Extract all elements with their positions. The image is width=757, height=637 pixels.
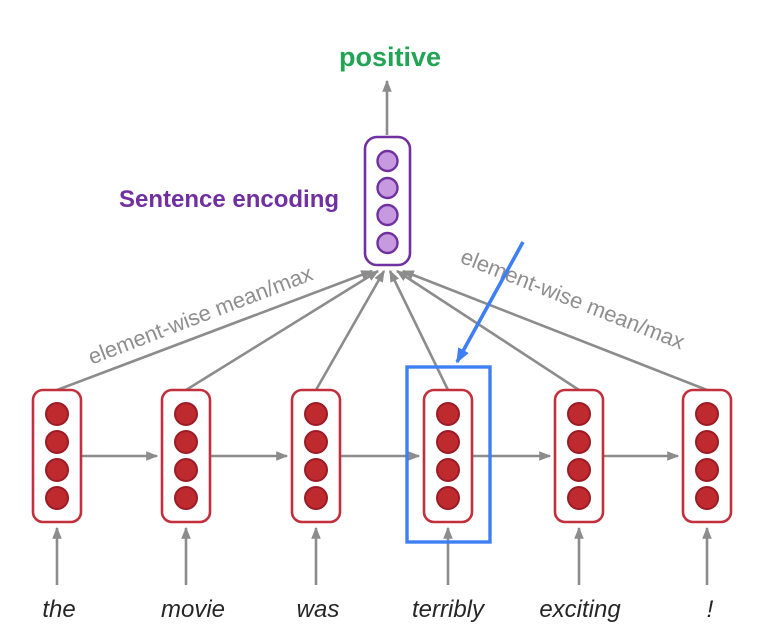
hidden-state-box-3 <box>290 388 342 524</box>
hidden-cell <box>304 458 328 482</box>
sentence-encoding-box <box>363 135 412 267</box>
hidden-cell <box>436 458 460 482</box>
hidden-cell <box>174 486 198 510</box>
input-words: the movie was terribly exciting ! <box>42 596 713 623</box>
hidden-cell <box>567 486 591 510</box>
hidden-cell <box>45 402 69 426</box>
pooling-line-5 <box>395 269 580 392</box>
pooling-lines <box>56 269 708 392</box>
sentence-encoding-label: Sentence encoding <box>119 186 339 213</box>
encoding-cell-4 <box>376 231 399 255</box>
hidden-state-outline-5 <box>553 388 605 524</box>
word-exclaim: ! <box>707 596 714 623</box>
encoding-cell-1 <box>376 149 399 173</box>
hidden-state-outline-4 <box>422 388 474 524</box>
prediction-label: positive <box>339 42 441 72</box>
hidden-state-outline-6 <box>681 388 733 524</box>
encoding-cell-2 <box>376 176 399 200</box>
hidden-cell <box>695 430 719 454</box>
hidden-cell <box>567 458 591 482</box>
hidden-state-box-2 <box>160 388 212 524</box>
hidden-cell <box>695 402 719 426</box>
hidden-cell <box>567 402 591 426</box>
hidden-state-outline-1 <box>31 388 83 524</box>
encoding-vector-outline <box>363 135 412 267</box>
hidden-cell <box>567 430 591 454</box>
pooling-line-6 <box>401 269 708 392</box>
hidden-cell <box>304 430 328 454</box>
hidden-cell <box>304 402 328 426</box>
hidden-state-box-4 <box>422 388 474 524</box>
word-movie: movie <box>161 596 225 623</box>
hidden-cell <box>304 486 328 510</box>
pooling-line-3 <box>314 269 386 391</box>
word-terribly: terribly <box>412 596 486 623</box>
hidden-cell <box>45 458 69 482</box>
pooling-line-1 <box>56 269 374 392</box>
hidden-state-box-6 <box>681 388 733 524</box>
word-was: was <box>297 596 340 623</box>
input-arrows <box>52 526 712 585</box>
hidden-state-outline-2 <box>160 388 212 524</box>
hidden-cell <box>436 486 460 510</box>
hidden-state-box-1 <box>31 388 83 524</box>
hidden-state-outline-3 <box>290 388 342 524</box>
pooling-line-2 <box>185 269 380 392</box>
hidden-cell <box>174 458 198 482</box>
pooling-line-4 <box>388 269 450 391</box>
pooling-label-left: element-wise mean/max <box>85 261 317 370</box>
hidden-cell <box>695 486 719 510</box>
hidden-cell <box>174 402 198 426</box>
word-the: the <box>42 596 75 623</box>
word-exciting: exciting <box>539 596 621 623</box>
pointer-arrow <box>455 241 525 364</box>
hidden-cell <box>436 402 460 426</box>
hidden-cell <box>436 430 460 454</box>
pooling-label-left-group: element-wise mean/max <box>85 261 317 370</box>
highlight-box <box>405 365 492 544</box>
hidden-cell <box>174 430 198 454</box>
hidden-states <box>31 388 733 524</box>
hidden-cell <box>695 458 719 482</box>
hidden-cell <box>45 486 69 510</box>
hidden-cell <box>45 430 69 454</box>
hidden-state-box-5 <box>553 388 605 524</box>
encoding-cell-3 <box>376 203 399 227</box>
